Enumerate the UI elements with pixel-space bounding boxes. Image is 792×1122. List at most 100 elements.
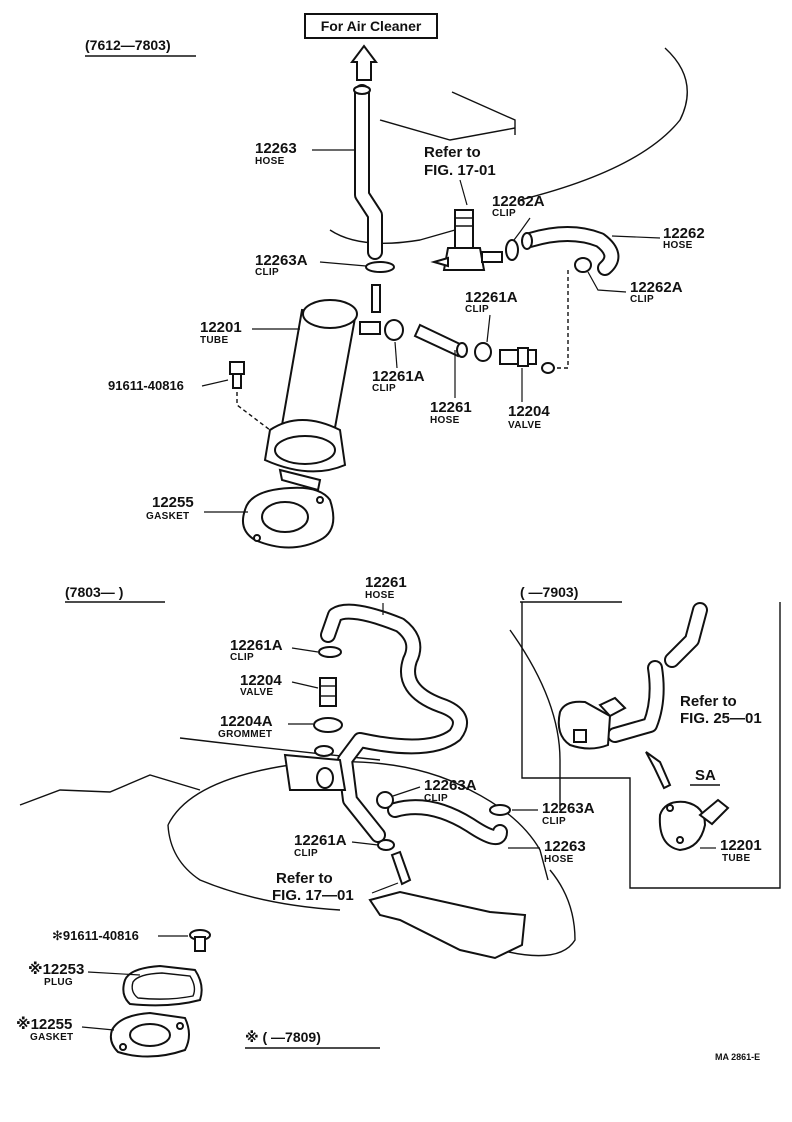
part-number: 12263 — [544, 838, 586, 855]
plug-12253-drawing — [122, 964, 203, 1007]
valve-12204-drawing — [499, 347, 555, 374]
hose-12261-drawing — [413, 323, 464, 358]
part-number: ※12255 — [16, 1015, 72, 1033]
leader-line — [351, 841, 379, 846]
tube-12201-sa-drawing — [658, 798, 730, 852]
up-arrow-icon — [350, 44, 378, 81]
part-name: CLIP — [230, 652, 254, 663]
refer-figure: FIG. 17—01 — [272, 887, 354, 904]
part-number: ✻91611-40816 — [52, 928, 139, 943]
part-number: 12261A — [230, 637, 283, 654]
engine-outline — [19, 774, 201, 806]
inset-frame — [521, 602, 781, 889]
clip-12262a-drawing — [505, 239, 519, 261]
outline-line — [451, 91, 516, 135]
period-inset: ( —7903) — [520, 584, 578, 600]
tube-12201-drawing — [263, 284, 381, 492]
engine-outline — [509, 629, 561, 810]
part-number: 12201 — [200, 319, 242, 336]
leader-line — [611, 235, 661, 239]
part-number: 12201 — [720, 837, 762, 854]
gasket-12255-drawing — [109, 1011, 190, 1058]
clip-12261a-drawing — [384, 319, 404, 341]
alignment-line — [545, 270, 569, 369]
part-name: CLIP — [630, 294, 654, 305]
tube-mount-port — [316, 767, 334, 789]
view-arrow-icon — [645, 751, 672, 790]
hose-end — [353, 85, 371, 95]
part-number: 12255 — [152, 494, 194, 511]
clip-12261a-drawing — [377, 839, 395, 851]
grommet-12204a-drawing — [313, 717, 343, 733]
engine-outline — [167, 824, 341, 911]
part-number: 12263A — [255, 252, 308, 269]
part-number: 12262A — [630, 279, 683, 296]
part-name: PLUG — [44, 977, 73, 988]
leader-line — [587, 271, 627, 293]
part-name: CLIP — [424, 793, 448, 804]
outline-line — [519, 47, 688, 201]
inset-panel: ( —7903) Refer to FIG. 25—01 SA 12201 TU… — [520, 584, 781, 889]
part-name: CLIP — [492, 208, 516, 219]
part-number: 12261 — [430, 399, 472, 416]
view-label: SA — [695, 767, 716, 784]
part-name: CLIP — [542, 816, 566, 827]
outline-line — [379, 119, 516, 141]
bolt-drawing — [229, 361, 245, 389]
refer-label: Refer to — [276, 870, 333, 887]
part-number: 12263A — [542, 800, 595, 817]
leader-line — [371, 882, 399, 894]
part-name: CLIP — [372, 383, 396, 394]
bottom-section: (7803— ) — [16, 574, 595, 1058]
refer-label: Refer to — [680, 693, 737, 710]
grommet-seat — [314, 745, 334, 757]
part-name: HOSE — [430, 415, 460, 426]
part-number: 12261A — [372, 368, 425, 385]
part-number: 12262 — [663, 225, 705, 242]
clip-12263a-drawing — [489, 804, 511, 816]
leader-line — [392, 786, 421, 797]
part-number: 12204 — [508, 403, 550, 420]
refer-label: Refer to — [424, 144, 481, 161]
part-number: 12204A — [220, 713, 273, 730]
part-number: 12263A — [424, 777, 477, 794]
part-name: CLIP — [294, 848, 318, 859]
inset-hose-fill — [609, 604, 706, 741]
clip-12263a-drawing — [365, 261, 395, 273]
part-number: ※12253 — [28, 960, 84, 978]
banner-box — [304, 13, 438, 39]
leader-line — [291, 647, 319, 653]
banner-label: For Air Cleaner — [321, 18, 422, 34]
nipple-drawing — [390, 850, 412, 886]
leader-line — [81, 1026, 115, 1031]
top-section: For Air Cleaner (7612—7803) — [85, 13, 705, 549]
tube-mount — [283, 753, 347, 791]
hose-12263-fill — [389, 801, 506, 844]
drawing-code: MA 2861-E — [715, 1052, 760, 1062]
part-name: GASKET — [30, 1032, 73, 1043]
engine-outline — [499, 869, 576, 957]
hose-12261-fill — [322, 605, 466, 841]
part-name: CLIP — [465, 304, 489, 315]
leader-line — [201, 379, 229, 387]
clip-12261a-drawing — [318, 646, 342, 658]
leader-line — [394, 341, 398, 369]
part-name: TUBE — [722, 853, 750, 864]
part-name: HOSE — [663, 240, 693, 251]
part-name: HOSE — [544, 854, 574, 865]
leader-line — [291, 681, 319, 689]
hose-end — [521, 232, 533, 250]
part-name: HOSE — [365, 590, 395, 601]
engine-outline — [167, 761, 549, 881]
bolt-drawing — [189, 929, 211, 952]
part-number: 12261A — [294, 832, 347, 849]
part-name: TUBE — [200, 335, 228, 346]
period-top: (7612—7803) — [85, 37, 171, 53]
part-number: 91611-40816 — [108, 378, 184, 393]
period-bottom-left: (7803— ) — [65, 584, 123, 600]
alignment-line — [236, 392, 271, 431]
period-note: ※ ( —7809) — [245, 1029, 321, 1045]
part-number: 12263 — [255, 140, 297, 157]
part-name: GROMMET — [218, 729, 272, 740]
leader-line — [486, 314, 491, 343]
